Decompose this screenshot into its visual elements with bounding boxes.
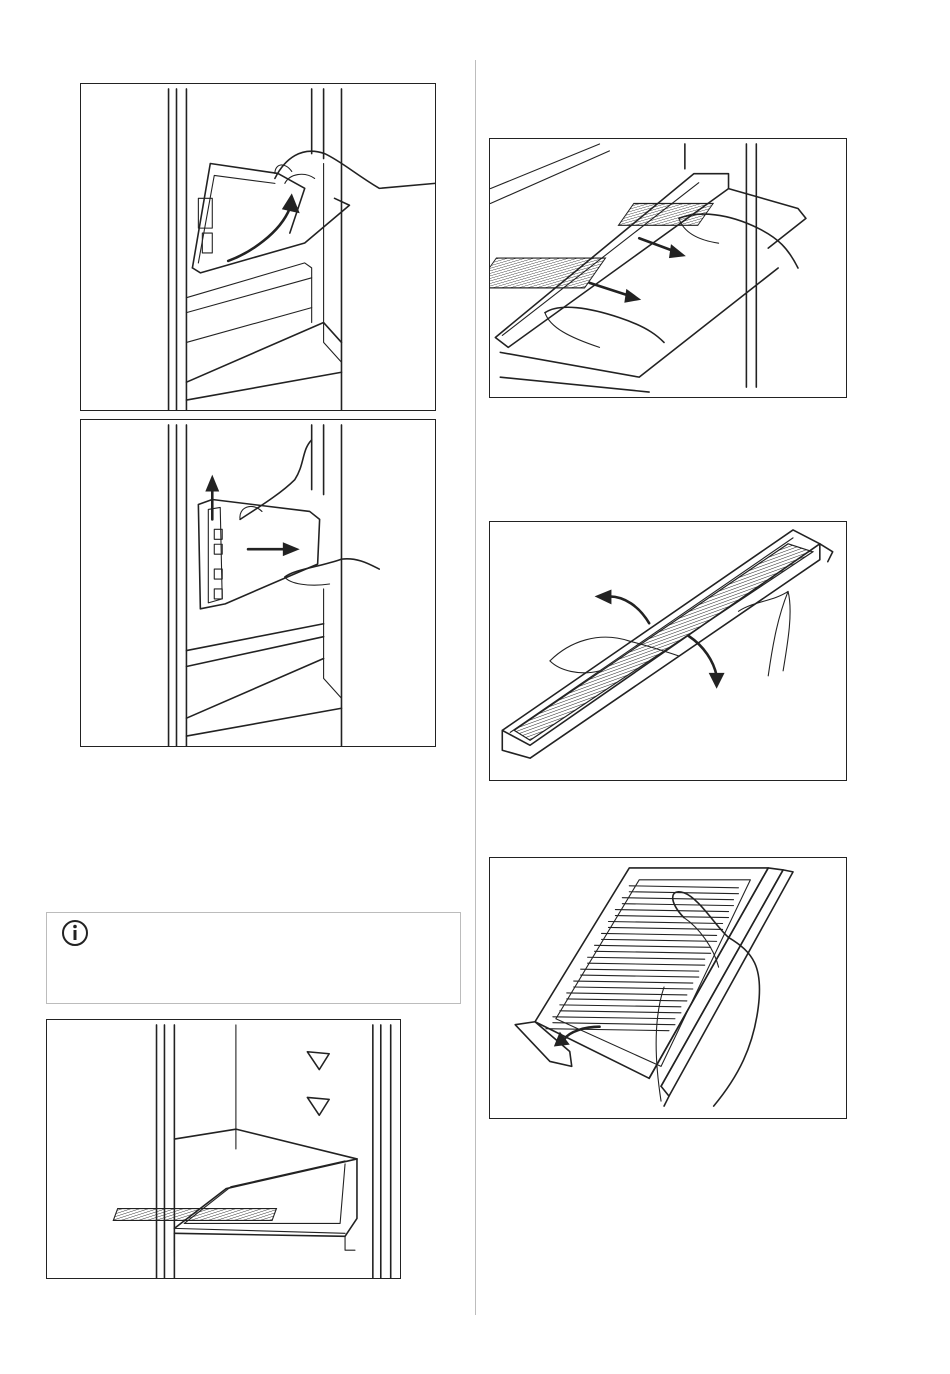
fig-filter-insert bbox=[489, 857, 847, 1119]
illustration-shelf bbox=[47, 1020, 400, 1278]
illustration-filter-insert bbox=[490, 858, 846, 1118]
info-note-box bbox=[46, 912, 461, 1004]
fig-filter-rotate bbox=[489, 521, 847, 781]
fig-remove-cover-lift bbox=[80, 83, 436, 411]
illustration-filter-rotate bbox=[490, 522, 846, 780]
illustration-filter-slide bbox=[490, 139, 846, 397]
illustration-cover-lift bbox=[81, 84, 435, 410]
fig-shelf-adjust bbox=[46, 1019, 401, 1279]
fig-remove-cover-pull bbox=[80, 419, 436, 747]
illustration-cover-pull bbox=[81, 420, 435, 746]
info-icon bbox=[61, 919, 89, 947]
fig-filter-slide-out bbox=[489, 138, 847, 398]
column-divider bbox=[475, 60, 476, 1315]
